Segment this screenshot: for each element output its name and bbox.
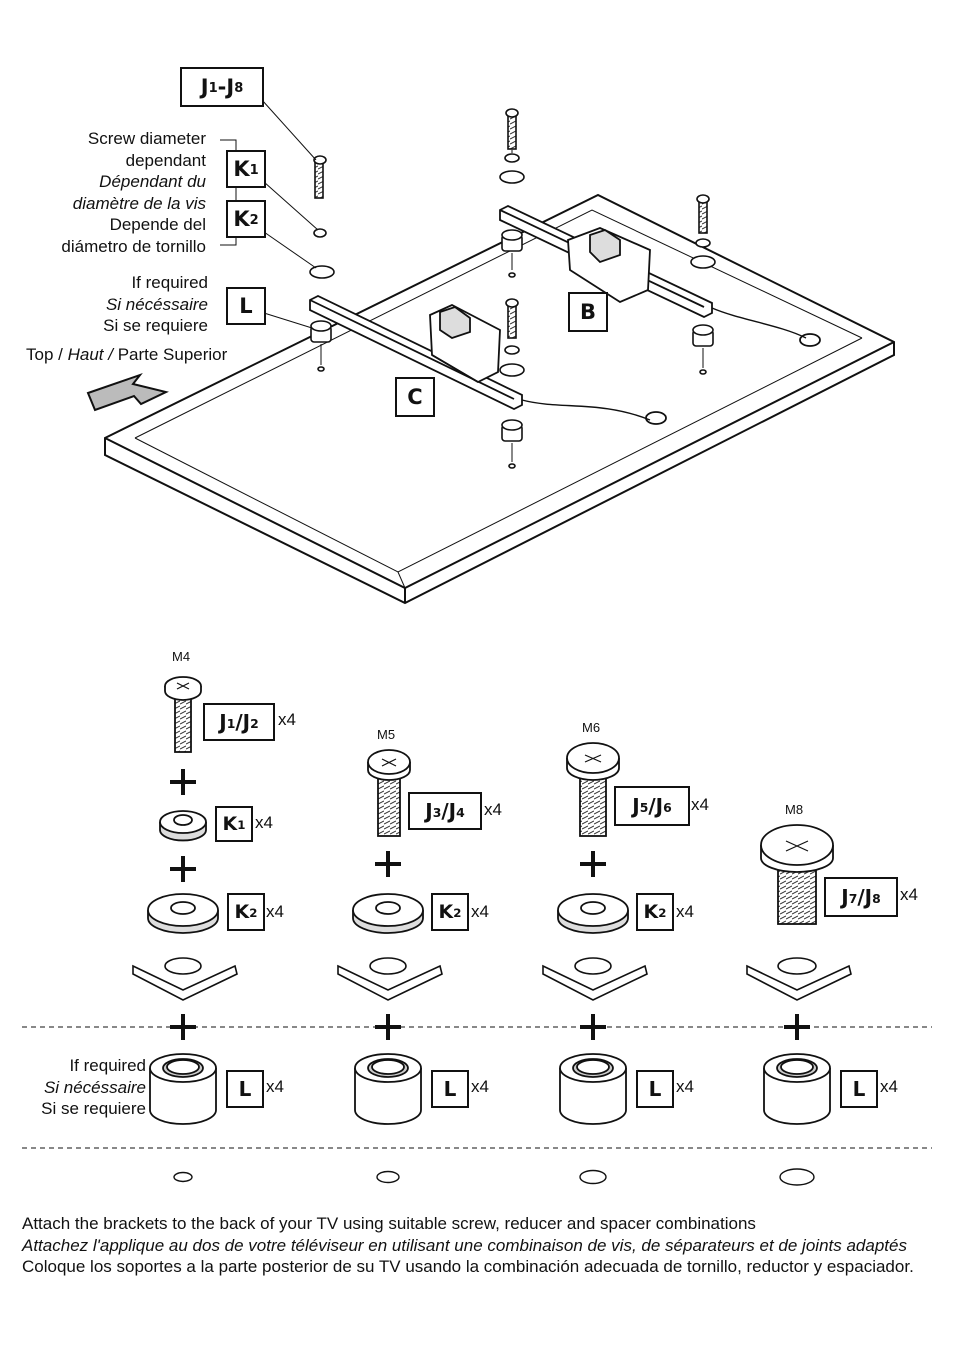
hardware-stacks bbox=[309, 108, 716, 469]
top-direction-arrow bbox=[86, 372, 169, 412]
washers-k2 bbox=[147, 893, 629, 934]
spacer-qty: x4 bbox=[266, 1077, 284, 1096]
spacer-qty: x4 bbox=[471, 1077, 489, 1096]
top-en: Top / bbox=[26, 345, 68, 364]
if-required-en: If required bbox=[131, 273, 208, 292]
screw-size-m8: M8 bbox=[785, 802, 804, 817]
if-required-note-top: If required Si nécéssaire Si se requiere bbox=[20, 272, 208, 337]
spacers-l bbox=[149, 1053, 831, 1125]
bracket-c bbox=[309, 294, 667, 425]
spacer-label-l: L bbox=[431, 1070, 469, 1108]
screw-size-m4: M4 bbox=[172, 649, 191, 664]
top-direction-label: Top / Haut / Parte Superior bbox=[26, 345, 227, 365]
screw-qty: x4 bbox=[278, 710, 296, 729]
if-required-note-bottom: If required Si nécéssaire Si se requiere bbox=[10, 1055, 146, 1120]
washer-qty: x4 bbox=[266, 902, 284, 921]
tv-holes bbox=[173, 1168, 815, 1186]
screw-diameter-es-1: Depende del bbox=[109, 215, 206, 234]
if-required-es: Si se requiere bbox=[103, 316, 208, 335]
screw-qty: x4 bbox=[900, 885, 918, 904]
screw-size-m5: M5 bbox=[377, 727, 396, 742]
screw-size-m6: M6 bbox=[582, 720, 601, 735]
screw-diameter-en-1: Screw diameter bbox=[87, 129, 206, 148]
leader-lines bbox=[220, 99, 319, 329]
screw-qty: x4 bbox=[691, 795, 709, 814]
instructions: Attach the brackets to the back of your … bbox=[22, 1213, 934, 1278]
top-fr: Haut / bbox=[67, 345, 118, 364]
screw-diameter-fr-2: diamètre de la vis bbox=[72, 193, 206, 213]
if-required-fr: Si nécéssaire bbox=[43, 1077, 146, 1097]
if-required-en: If required bbox=[69, 1056, 146, 1075]
bracket-b bbox=[499, 204, 821, 347]
washer-qty: x4 bbox=[471, 902, 489, 921]
reducer-qty: x4 bbox=[255, 813, 273, 832]
part-label-b: B bbox=[568, 292, 608, 332]
instructions-fr: Attachez l'applique au dos de votre télé… bbox=[22, 1235, 907, 1255]
top-es: Parte Superior bbox=[117, 345, 228, 364]
if-required-fr: Si nécéssaire bbox=[105, 294, 208, 314]
screw-qty: x4 bbox=[484, 800, 502, 819]
reducer-k1 bbox=[159, 810, 207, 842]
screw-diameter-fr-1: Dépendant du bbox=[99, 172, 206, 191]
spacer-label-l: L bbox=[840, 1070, 878, 1108]
spacer-label-l: L bbox=[226, 1070, 264, 1108]
washer-qty: x4 bbox=[676, 902, 694, 921]
instructions-en: Attach the brackets to the back of your … bbox=[22, 1214, 756, 1233]
screw-diameter-note: Screw diameter dependant Dépendant du di… bbox=[20, 128, 206, 257]
screws bbox=[164, 676, 834, 925]
dashed-separators bbox=[22, 1026, 932, 1149]
screw-diameter-es-2: diámetro de tornillo bbox=[61, 236, 206, 256]
screw-diameter-en-2: dependant bbox=[125, 150, 206, 170]
spacer-label-l: L bbox=[636, 1070, 674, 1108]
bracket-plates bbox=[132, 957, 852, 1001]
spacer-qty: x4 bbox=[880, 1077, 898, 1096]
part-label-l: L bbox=[226, 287, 266, 325]
spacer-qty: x4 bbox=[676, 1077, 694, 1096]
instructions-es: Coloque los soportes a la parte posterio… bbox=[22, 1257, 914, 1276]
part-label-c: C bbox=[395, 377, 435, 417]
if-required-es: Si se requiere bbox=[41, 1099, 146, 1118]
